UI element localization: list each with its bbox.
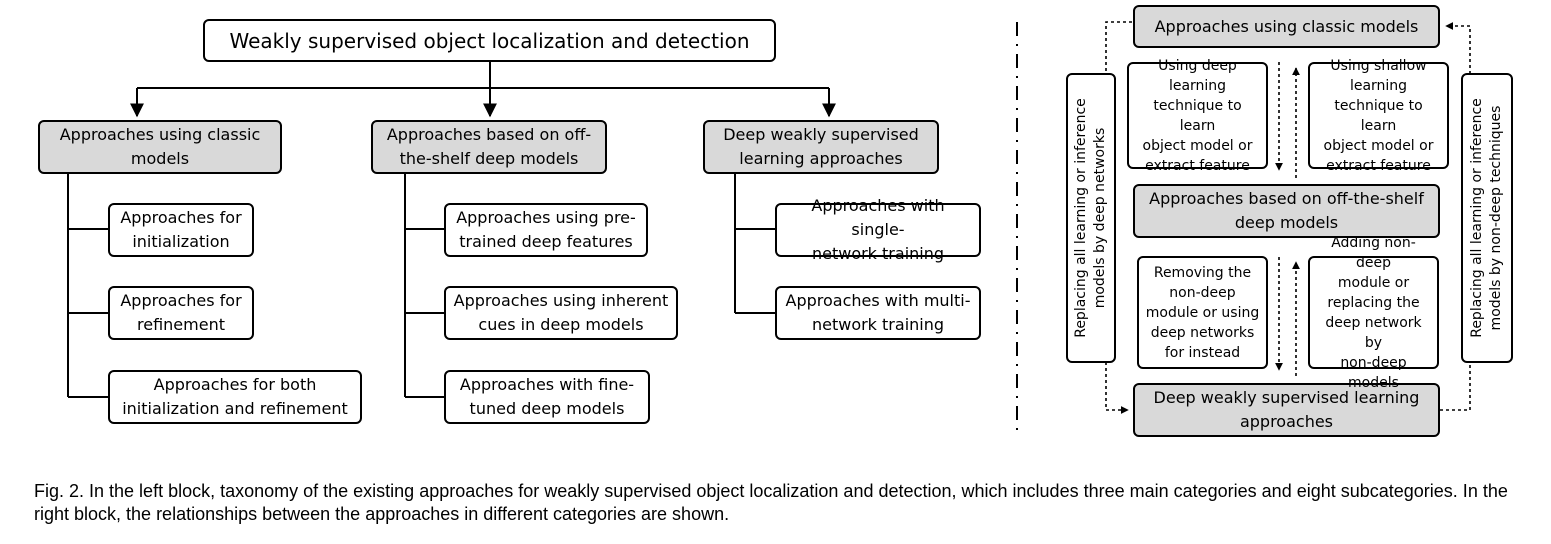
subcategory-multi-network-training: Approaches with multi- network training [775, 286, 981, 340]
side-label-right: Replacing all learning or inference mode… [1461, 73, 1513, 363]
right-classic-models: Approaches using classic models [1133, 5, 1440, 48]
subcategory-initialization: Approaches for initialization [108, 203, 254, 257]
figure-caption: Fig. 2. In the left block, taxonomy of t… [34, 481, 1508, 524]
side-label-right-text: Replacing all learning or inference mode… [1469, 98, 1504, 338]
category-off-the-shelf-deep-models: Approaches based on off- the-shelf deep … [371, 120, 607, 174]
subcategory-refinement: Approaches for refinement [108, 286, 254, 340]
subcategory-inherent-cues: Approaches using inherent cues in deep m… [444, 286, 678, 340]
relation-classic-to-offshelf: Using deep learning technique to learn o… [1127, 58, 1268, 174]
subcategory-fine-tuned-deep-models: Approaches with fine- tuned deep models [444, 370, 650, 424]
side-label-left: Replacing all learning or inference mode… [1066, 73, 1116, 363]
category-deep-weakly-supervised: Deep weakly supervised learning approach… [703, 120, 939, 174]
right-off-the-shelf-deep-models: Approaches based on off-the-shelf deep m… [1133, 184, 1440, 238]
right-deep-weakly-supervised: Deep weakly supervised learning approach… [1133, 383, 1440, 437]
subcategory-pretrained-deep-features: Approaches using pre- trained deep featu… [444, 203, 648, 257]
relation-offshelf-to-classic: Using shallow learning technique to lear… [1308, 58, 1449, 174]
subcategory-single-network-training: Approaches with single- network training [775, 196, 981, 263]
subcategory-initialization-and-refinement: Approaches for both initialization and r… [108, 370, 362, 424]
side-label-left-text: Replacing all learning or inference mode… [1073, 98, 1108, 338]
root-node: Weakly supervised object localization an… [203, 19, 776, 62]
category-classic-models: Approaches using classic models [38, 120, 282, 174]
taxonomy-tree-lines [67, 62, 836, 398]
relation-offshelf-to-deep: Removing the non-deep module or using de… [1137, 256, 1268, 369]
relation-deep-to-offshelf: Adding non-deep module or replacing the … [1308, 235, 1439, 391]
